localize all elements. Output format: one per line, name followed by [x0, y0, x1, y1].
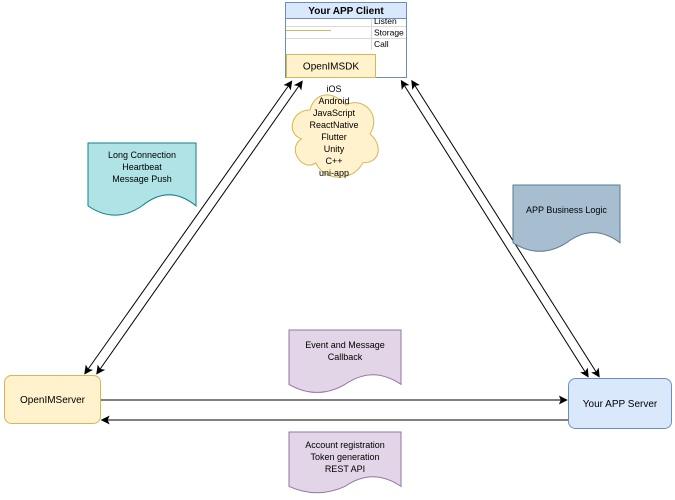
client-node: Your APP Client Listen Storage Call Open…	[285, 2, 407, 78]
note-line: Account registration	[305, 440, 385, 450]
note-business-logic-shape	[512, 184, 621, 252]
edge-openimserver-sdk-b	[96, 80, 303, 375]
platform-cpp: C++	[325, 156, 342, 166]
note-line: Message Push	[112, 174, 172, 184]
client-header	[285, 2, 407, 19]
platform-android: Android	[318, 96, 349, 106]
platform-flutter: Flutter	[321, 132, 347, 142]
note-line: Long Connection	[108, 150, 176, 160]
note-business-logic: APP Business Logic	[512, 184, 621, 252]
note-rest-api: Account registration Token generation RE…	[288, 431, 402, 494]
note-long-connection: Long Connection Heartbeat Message Push	[87, 142, 197, 216]
client-method-listen: Listen	[374, 16, 397, 26]
note-line: APP Business Logic	[526, 205, 607, 215]
platform-cloud: iOS Android JavaScript ReactNative Flutt…	[291, 84, 379, 178]
note-line: Callback	[328, 352, 363, 362]
client-title: Your APP Client	[308, 6, 384, 17]
appserver-box	[568, 378, 672, 429]
note-line: Event and Message	[305, 340, 385, 350]
client-method-storage: Storage	[374, 28, 404, 38]
openimserver-node: OpenIMServer	[4, 375, 101, 424]
openimsdk-label: OpenIMSDK	[303, 62, 359, 73]
note-rest-api-shape	[288, 431, 402, 494]
note-line: REST API	[325, 464, 365, 474]
platform-uniapp: uni-app	[319, 168, 349, 178]
platform-reactnative: ReactNative	[309, 120, 358, 130]
note-event-callback: Event and Message Callback	[288, 329, 402, 393]
note-event-callback-shape	[288, 329, 402, 393]
platform-unity: Unity	[324, 144, 345, 154]
openimsdk-box	[286, 54, 376, 78]
platform-ios: iOS	[326, 84, 341, 94]
edges	[84, 79, 600, 425]
appserver-label: Your APP Server	[583, 399, 658, 410]
platform-cloud-shape	[291, 94, 379, 178]
client-method-call: Call	[374, 39, 389, 49]
note-line: Heartbeat	[122, 162, 162, 172]
edge-openimserver-sdk-a	[84, 80, 293, 375]
openimserver-label: OpenIMServer	[20, 395, 86, 406]
note-line: Token generation	[310, 452, 379, 462]
edge-client-appserver-b	[411, 79, 600, 378]
platform-javascript: JavaScript	[313, 108, 356, 118]
appserver-node: Your APP Server	[568, 378, 672, 429]
openimserver-box	[4, 375, 101, 424]
note-long-connection-shape	[87, 142, 197, 216]
